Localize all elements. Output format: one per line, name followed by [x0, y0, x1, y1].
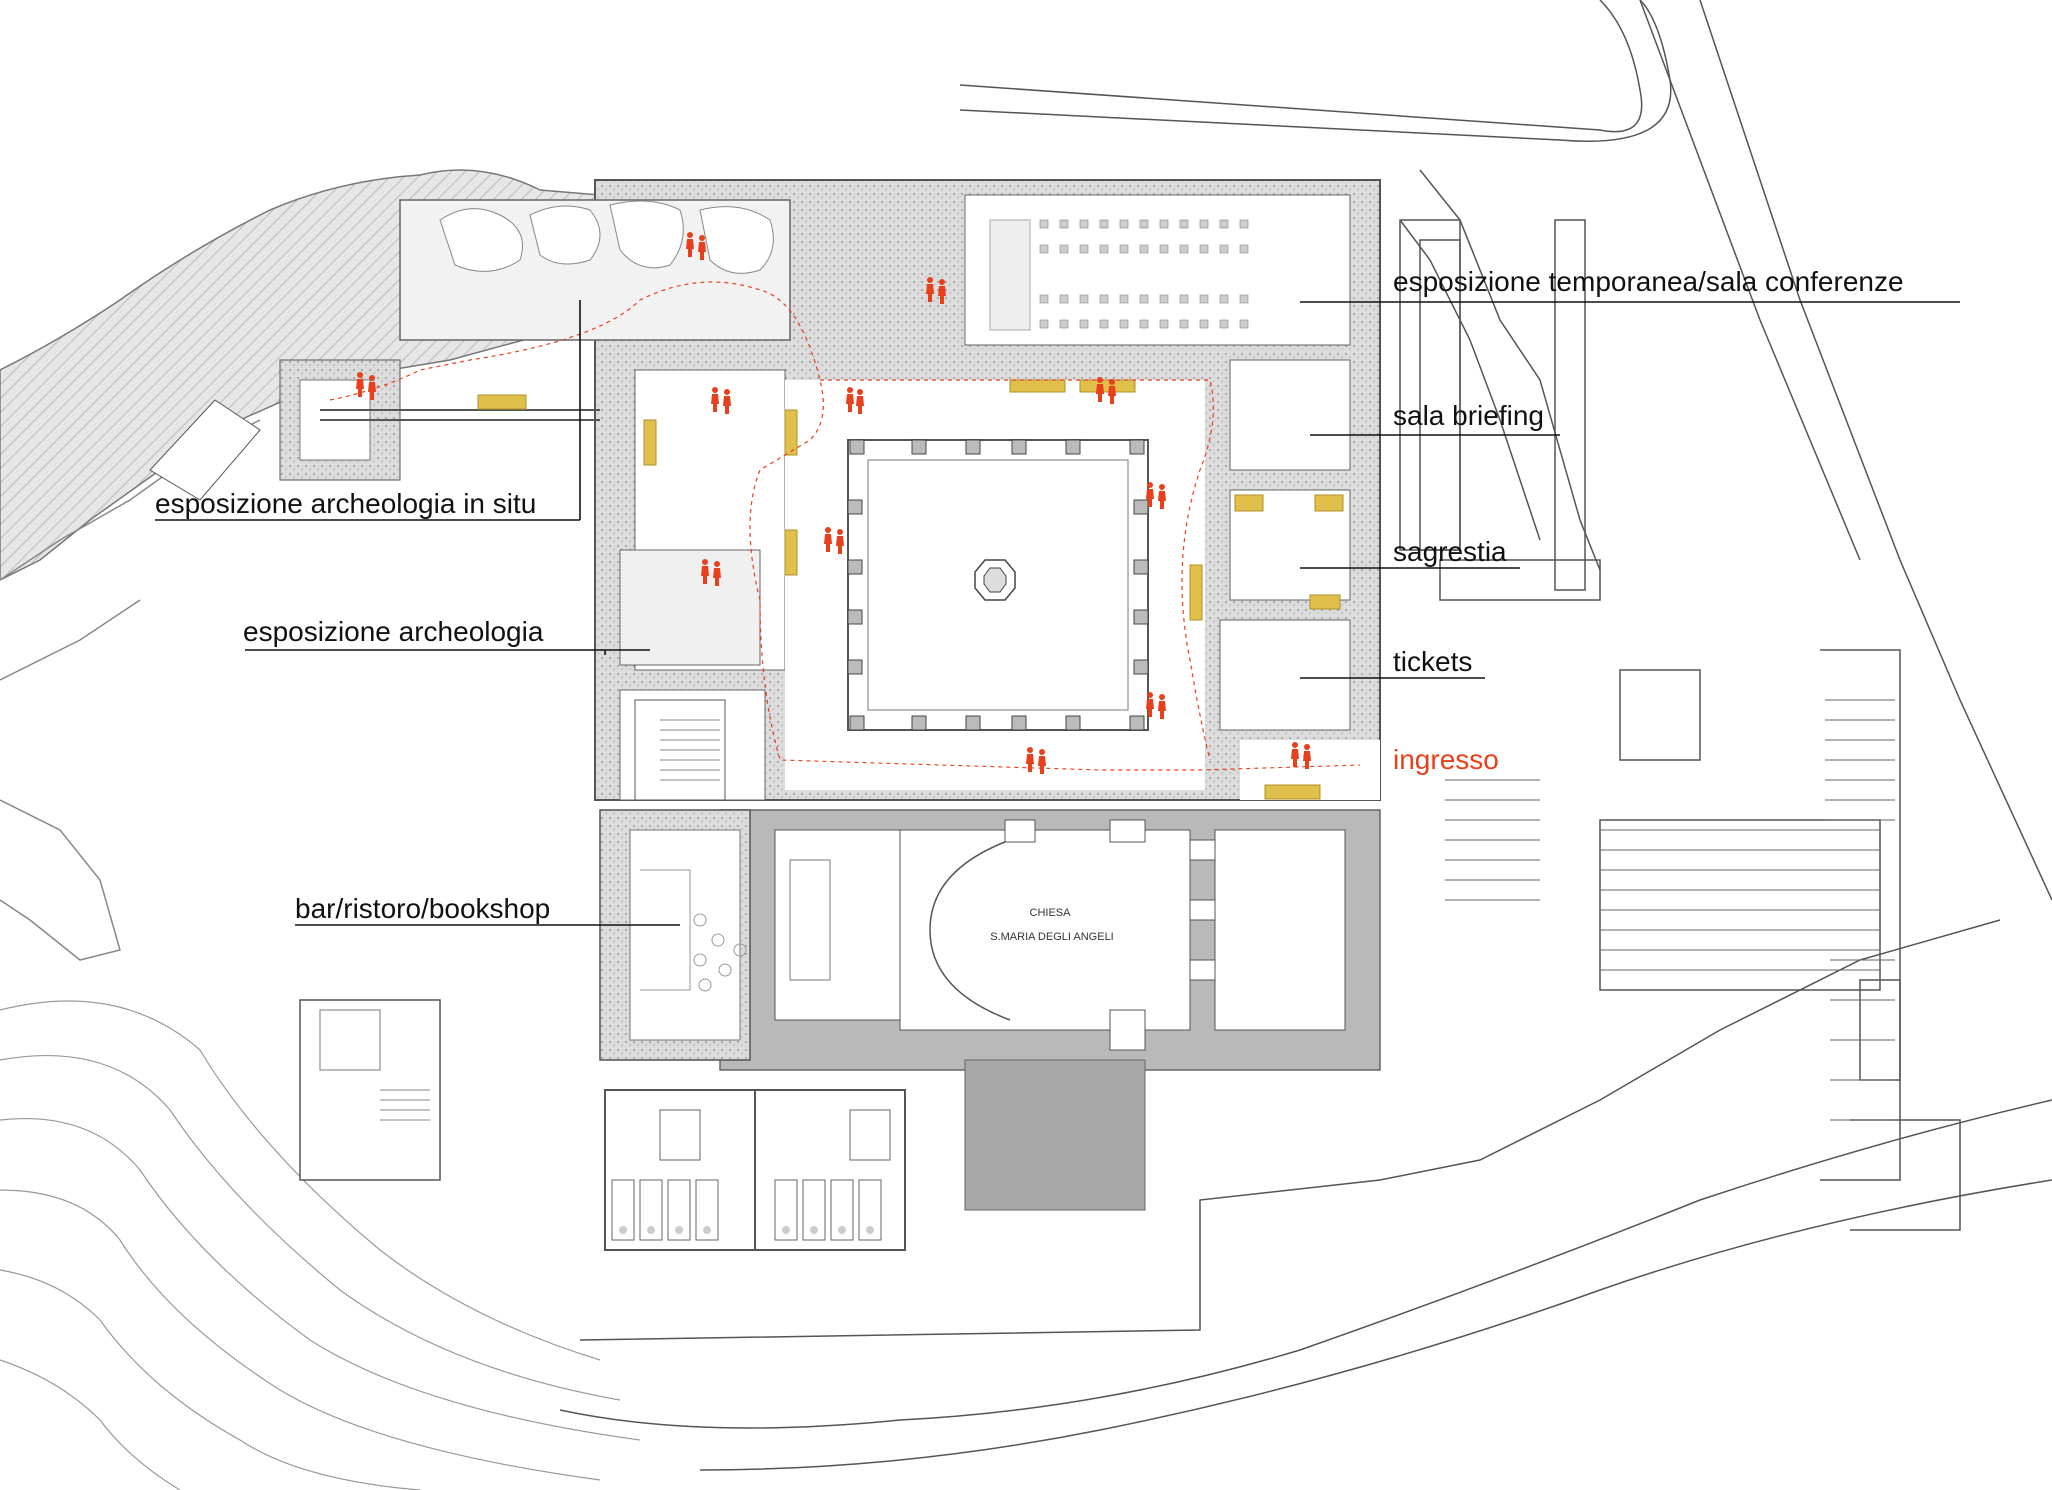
label-sala-briefing: sala briefing [1393, 400, 1544, 431]
church-label-line2: S.MARIA DEGLI ANGELI [990, 931, 1114, 943]
label-sagrestia: sagrestia [1393, 536, 1507, 567]
label-esposizione-temporanea: esposizione temporanea/sala conferenze [1393, 266, 1904, 297]
label-esposizione-archeologia: esposizione archeologia [243, 616, 544, 647]
contour-lines [0, 1000, 641, 1490]
visitor-path [329, 281, 1361, 771]
label-bar-ristoro-bookshop: bar/ristoro/bookshop [295, 893, 551, 924]
ramps-right [959, 0, 2052, 1231]
label-esposizione-archeologia-in-situ: esposizione archeologia in situ [155, 488, 537, 519]
display-case-icon [477, 379, 1344, 800]
leader-lines [155, 300, 1960, 926]
label-tickets: tickets [1393, 646, 1473, 677]
conference-seats [1039, 219, 1249, 329]
label-ingresso: ingresso [1393, 744, 1499, 775]
church-label-line1: CHIESA [1030, 907, 1072, 919]
church-nave-extension [964, 1059, 1146, 1211]
